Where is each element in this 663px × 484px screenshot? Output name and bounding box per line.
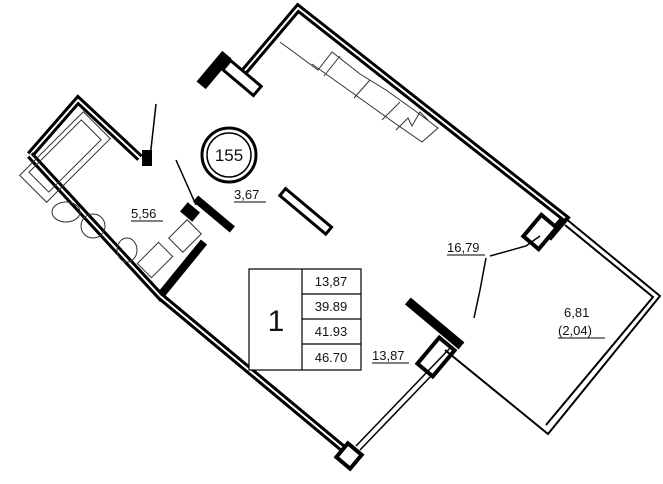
bathroom-fixtures: [19, 111, 202, 279]
apartment-number: 155: [215, 146, 243, 165]
balcony: [444, 217, 662, 436]
total-with-balcony: 41.93: [315, 324, 348, 339]
kitchen-zone-area: 13,87: [372, 348, 405, 363]
main-room-area: 16,79: [447, 240, 480, 255]
balcony-area: 6,81: [564, 305, 589, 320]
outer-walls: [26, 2, 571, 460]
area-summary-table: 1 13,87 39.89 41.93 46.70: [248, 268, 362, 371]
doors: [149, 103, 541, 319]
total-area: 39.89: [315, 299, 348, 314]
total-full: 46.70: [315, 350, 348, 365]
area-labels: 5,56 3,67 16,79 13,87 6,81 (2,04): [131, 187, 605, 364]
kitchen-counter: [279, 41, 439, 143]
hallway-area: 3,67: [234, 187, 259, 202]
balcony-reduced-area: (2,04): [558, 323, 592, 338]
rooms-count: 1: [268, 305, 285, 338]
windows: [355, 345, 457, 451]
bathroom-area: 5,56: [131, 206, 156, 221]
wall-stubs: [142, 50, 560, 472]
living-area: 13,87: [315, 274, 348, 289]
apartment-badge: 155: [200, 126, 258, 184]
